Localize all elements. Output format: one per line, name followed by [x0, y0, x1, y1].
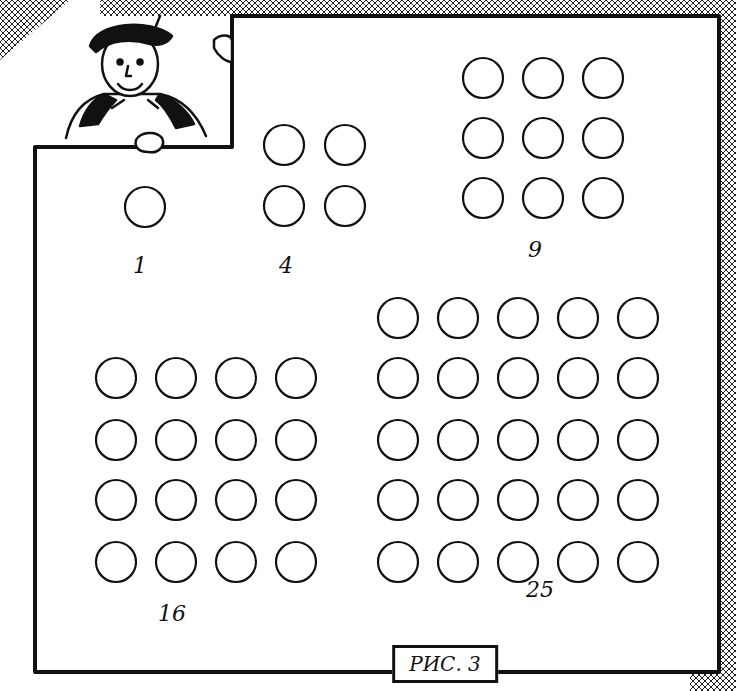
circle: [264, 125, 304, 165]
circle: [276, 480, 316, 520]
circle: [276, 542, 316, 582]
circle: [498, 298, 538, 338]
circle: [378, 358, 418, 398]
count-label: 16: [158, 603, 186, 625]
circle-array: [96, 58, 658, 582]
circle: [156, 358, 196, 398]
circle: [558, 480, 598, 520]
circle: [583, 178, 623, 218]
circle: [156, 480, 196, 520]
circle: [276, 420, 316, 460]
circle: [618, 420, 658, 460]
count-label: 4: [279, 255, 293, 277]
count-label: 1: [133, 255, 147, 277]
circle: [216, 420, 256, 460]
circle: [125, 187, 165, 227]
circle: [96, 420, 136, 460]
count-label: 25: [526, 579, 554, 601]
circle: [216, 358, 256, 398]
circle: [558, 298, 598, 338]
circle: [618, 358, 658, 398]
circle: [523, 178, 563, 218]
circle: [618, 298, 658, 338]
circle: [438, 480, 478, 520]
circle: [583, 58, 623, 98]
circle: [618, 480, 658, 520]
circle: [96, 358, 136, 398]
circle: [216, 542, 256, 582]
circle: [558, 358, 598, 398]
count-label: 9: [528, 239, 542, 261]
circle: [498, 420, 538, 460]
circle: [438, 358, 478, 398]
circle: [618, 542, 658, 582]
circle: [498, 542, 538, 582]
circle: [583, 118, 623, 158]
circle: [438, 542, 478, 582]
circle: [558, 542, 598, 582]
circle: [156, 542, 196, 582]
circle: [156, 420, 196, 460]
circle: [325, 186, 365, 226]
circle: [463, 58, 503, 98]
circle: [378, 480, 418, 520]
circle: [498, 480, 538, 520]
circle: [96, 480, 136, 520]
circle: [378, 420, 418, 460]
circle: [523, 58, 563, 98]
circle: [378, 542, 418, 582]
circle: [325, 125, 365, 165]
circle: [463, 118, 503, 158]
figure-caption: РИС. 3: [392, 645, 498, 683]
circle: [463, 178, 503, 218]
circle: [523, 118, 563, 158]
circle: [216, 480, 256, 520]
circle: [438, 298, 478, 338]
circle: [96, 542, 136, 582]
circle: [558, 420, 598, 460]
circle: [264, 186, 304, 226]
circle: [498, 358, 538, 398]
circle: [438, 420, 478, 460]
circle: [276, 358, 316, 398]
circle: [378, 298, 418, 338]
